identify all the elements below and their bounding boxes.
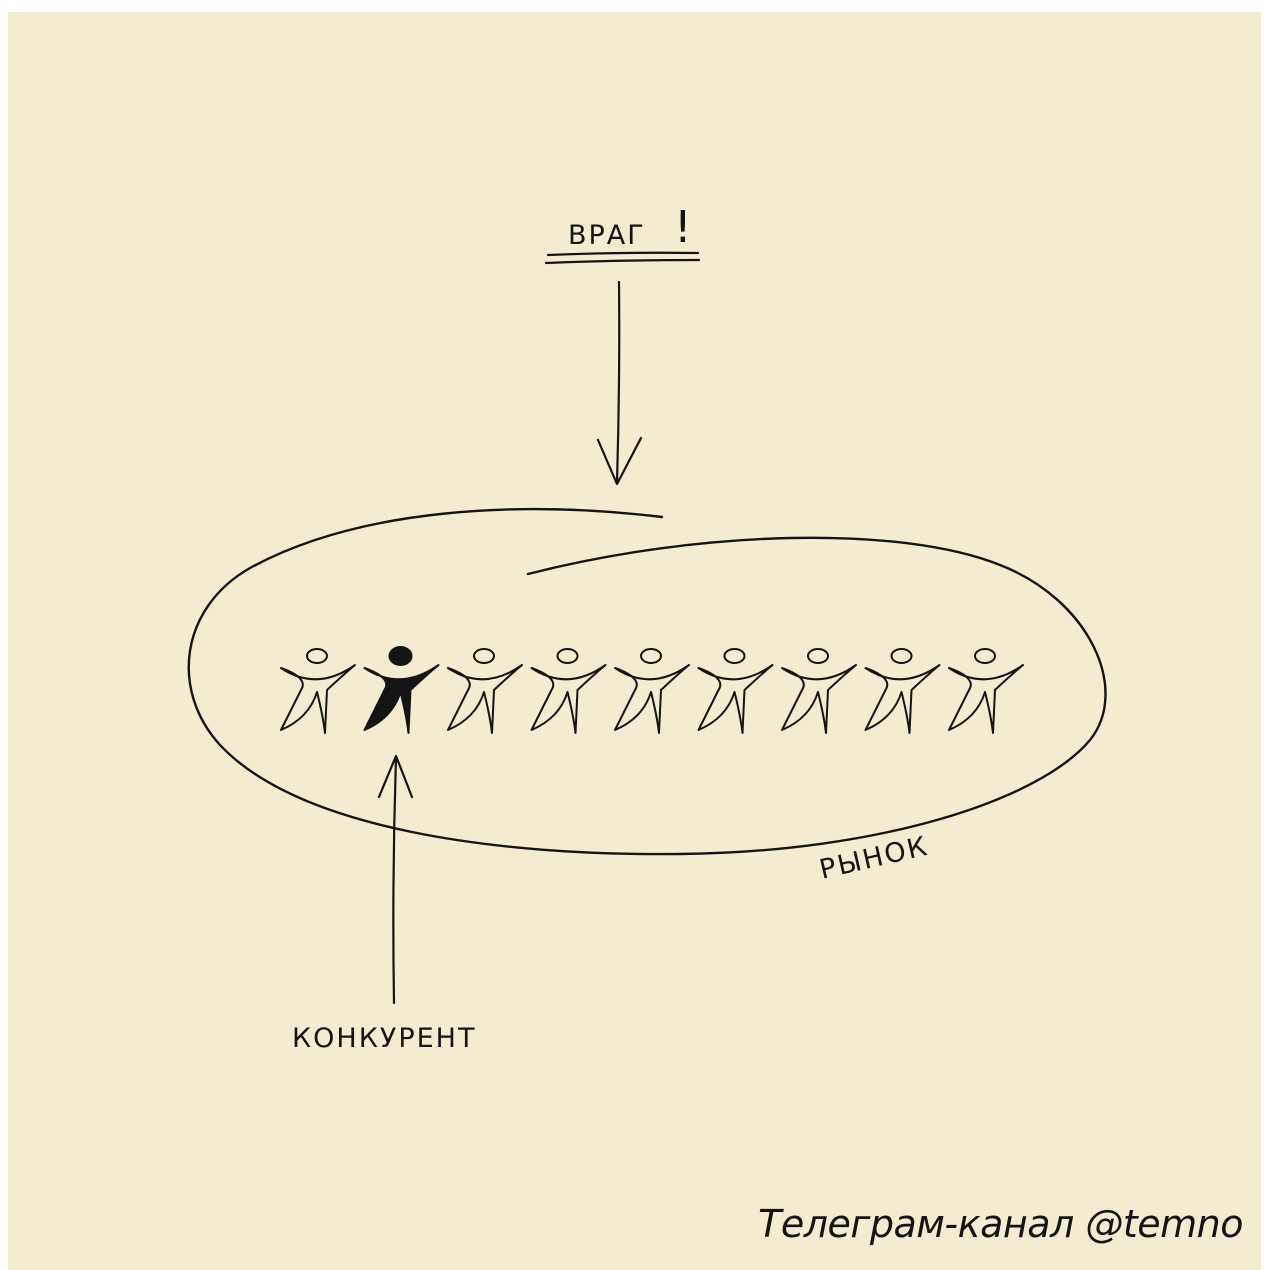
market-figure — [781, 648, 857, 734]
market-figure — [697, 648, 774, 734]
market-figure — [614, 648, 690, 734]
figure-body — [363, 664, 440, 734]
figure-body — [614, 664, 690, 734]
market-figure — [280, 648, 356, 734]
figure-head — [556, 648, 579, 664]
enemy-arrow-shaft — [615, 280, 621, 484]
figure-body — [280, 664, 356, 734]
figure-body — [530, 664, 607, 734]
figure-head — [890, 648, 913, 664]
figure-head — [306, 648, 328, 664]
enemy-label: ВРАГ — [568, 220, 646, 251]
market-figure — [530, 648, 607, 734]
people-row — [280, 646, 1024, 734]
figure-head — [974, 648, 996, 664]
figure-head — [723, 648, 746, 664]
competitor-figure — [363, 646, 440, 734]
figure-body — [781, 664, 857, 734]
enemy-arrow-head — [596, 436, 643, 486]
market-spiral — [187, 507, 1107, 856]
market-figure — [948, 648, 1024, 734]
enemy-exclamation: ! — [674, 202, 694, 253]
figure-body — [697, 664, 774, 734]
enemy-underline-top — [546, 251, 700, 257]
figure-body — [447, 664, 523, 734]
competitor-label: КОНКУРЕНТ — [292, 1023, 476, 1054]
competitor-arrow-shaft — [392, 756, 398, 1005]
figure-head — [640, 648, 662, 664]
enemy-underline-bottom — [544, 258, 701, 265]
figure-body — [948, 664, 1024, 734]
market-label: РЫНОК — [817, 831, 932, 886]
market-figure — [864, 648, 941, 734]
telegram-channel-credit: Телеграм-канал @temno — [758, 1202, 1243, 1246]
market-figure — [447, 648, 523, 734]
figure-head — [473, 648, 495, 664]
figure-head — [388, 646, 413, 666]
competitor-arrow-head — [377, 754, 414, 799]
figure-head — [807, 648, 829, 664]
figure-body — [864, 664, 941, 734]
diagram-canvas — [8, 12, 1261, 1270]
